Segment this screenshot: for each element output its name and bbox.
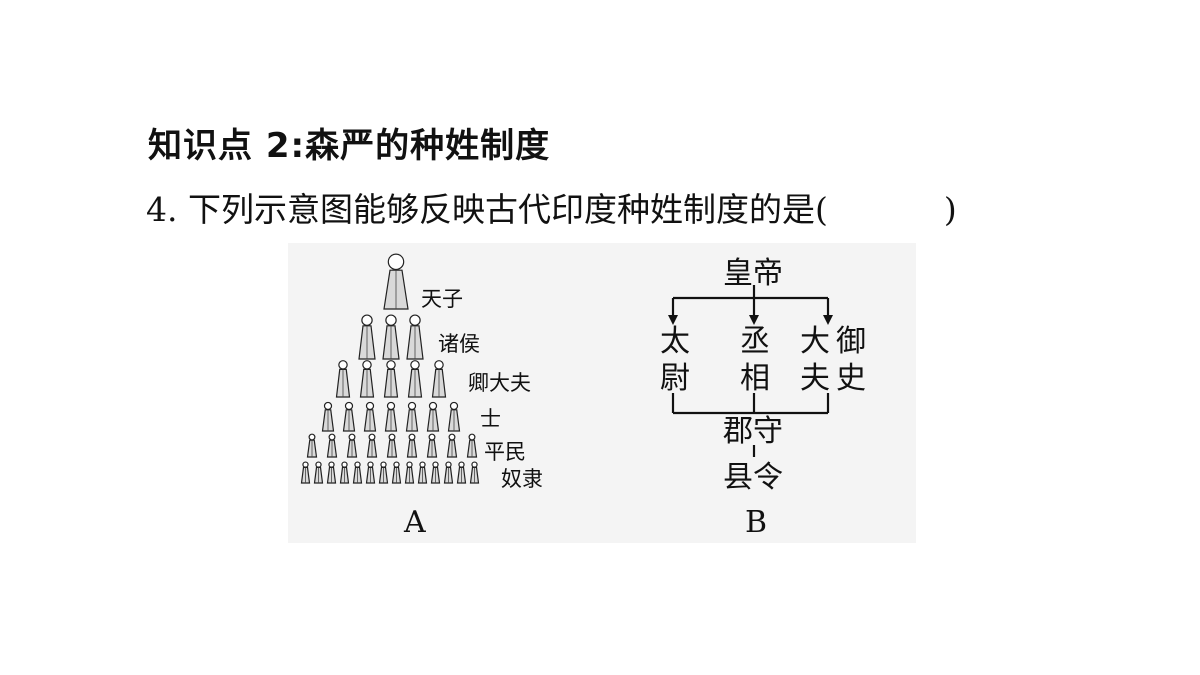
person-figure: [366, 433, 378, 458]
tier-label-qingdafu: 卿大夫: [468, 371, 531, 395]
question-text: 4. 下列示意图能够反映古代印度种姓制度的是(): [146, 183, 957, 231]
person-figure: [384, 401, 398, 432]
person-figure: [443, 461, 454, 484]
tier-label-zhuhou: 诸侯: [438, 332, 480, 356]
person-figure: [426, 401, 440, 432]
person-figure: [383, 360, 399, 398]
option-b-org-chart: 皇帝 太 尉 丞 相 大 夫 御 史 郡守 县令 B: [628, 243, 916, 543]
person-figure: [359, 360, 375, 398]
person-figure: [306, 433, 318, 458]
org-taiwei-1: 太: [660, 324, 690, 359]
tier-label-tianzi: 天子: [421, 287, 463, 311]
person-figure: [469, 461, 480, 484]
org-emperor: 皇帝: [723, 256, 783, 291]
question-stem: 4. 下列示意图能够反映古代印度种姓制度的是: [146, 190, 815, 229]
person-figure: [378, 461, 389, 484]
org-yushidafu-2: 夫: [800, 361, 830, 396]
person-figure: [446, 433, 458, 458]
person-figure: [406, 433, 418, 458]
org-chengxiang-2: 相: [740, 361, 770, 396]
option-a-pyramid: 天子 诸侯 卿大夫 士 平民 奴隶 A: [288, 243, 578, 543]
option-b-caption: B: [745, 505, 768, 540]
org-yushidafu-4: 史: [836, 361, 866, 396]
person-figure: [404, 461, 415, 484]
option-a-caption: A: [404, 505, 426, 540]
person-figure: [382, 314, 400, 360]
org-chart-lines: [668, 285, 833, 457]
open-paren: (: [814, 190, 828, 229]
person-figure: [405, 401, 419, 432]
person-figure: [363, 401, 377, 432]
person-figure: [391, 461, 402, 484]
person-figure: [407, 360, 423, 398]
person-figure: [335, 360, 351, 398]
person-figure: [417, 461, 428, 484]
person-figure: [426, 433, 438, 458]
person-figure: [313, 461, 324, 484]
org-taiwei-2: 尉: [660, 361, 690, 396]
tier-label-pingmin: 平民: [484, 440, 526, 464]
person-figure: [358, 314, 376, 360]
person-figure: [447, 401, 461, 432]
person-figure: [352, 461, 363, 484]
org-county: 县令: [723, 460, 783, 495]
close-paren: ): [943, 190, 957, 229]
tier-label-shi: 士: [480, 407, 501, 431]
person-figure: [326, 461, 337, 484]
person-figure: [342, 401, 356, 432]
org-chengxiang-1: 丞: [740, 324, 770, 359]
person-figure: [326, 433, 338, 458]
org-yushidafu-3: 御: [836, 324, 866, 359]
person-figure: [406, 314, 424, 360]
tier-label-nuli: 奴隶: [501, 467, 543, 491]
person-figure: [431, 360, 447, 398]
person-figure: [430, 461, 441, 484]
person-figure: [456, 461, 467, 484]
pyramid-figures: [300, 253, 480, 484]
person-figure: [466, 433, 478, 458]
person-figure: [365, 461, 376, 484]
person-figure: [383, 253, 409, 310]
person-figure: [321, 401, 335, 432]
section-heading: 知识点 2:森严的种姓制度: [148, 126, 551, 166]
person-figure: [346, 433, 358, 458]
org-yushidafu-1: 大: [800, 324, 830, 359]
person-figure: [300, 461, 311, 484]
person-figure: [339, 461, 350, 484]
org-prefecture: 郡守: [723, 414, 783, 449]
figure-options: 天子 诸侯 卿大夫 士 平民 奴隶 A 皇帝 太 尉 丞 相 大 夫: [288, 243, 916, 543]
person-figure: [386, 433, 398, 458]
